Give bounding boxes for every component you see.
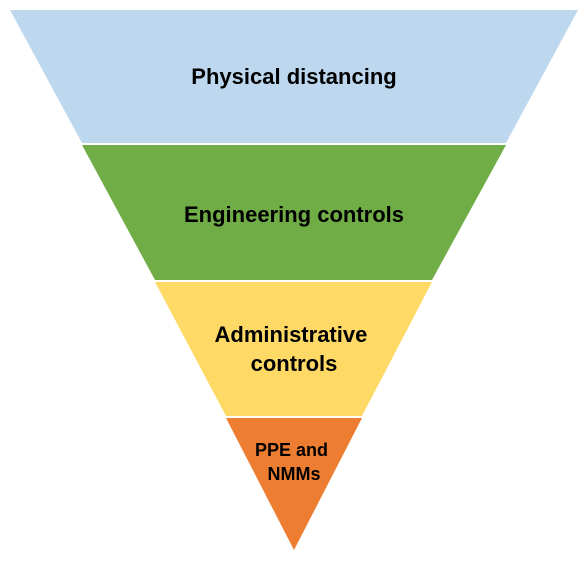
tier-engineering-controls: Engineering controls xyxy=(82,145,506,280)
tier-engineering-controls-band xyxy=(82,145,506,280)
tier-physical-distancing-band xyxy=(10,10,578,143)
tier-physical-distancing: Physical distancing xyxy=(10,10,578,143)
tier-physical-distancing-label: Physical distancing xyxy=(191,64,396,89)
tier-administrative-controls-band xyxy=(155,282,432,416)
tier-administrative-controls: Administrative controls xyxy=(155,282,432,416)
tier-administrative-controls-label: Administrative controls xyxy=(215,322,374,376)
tier-ppe-and-nmms-band xyxy=(226,418,362,550)
tier-physical-distancing-line-1: Physical distancing xyxy=(191,64,396,89)
tier-administrative-controls-line-1: Administrative xyxy=(215,322,368,347)
tier-ppe-and-nmms: PPE and NMMs xyxy=(226,418,362,550)
tier-engineering-controls-line-1: Engineering controls xyxy=(184,202,404,227)
tier-engineering-controls-label: Engineering controls xyxy=(184,202,404,227)
tier-ppe-and-nmms-line-1: PPE and xyxy=(255,440,328,460)
tier-ppe-and-nmms-label: PPE and NMMs xyxy=(255,440,333,484)
tier-ppe-and-nmms-line-2: NMMs xyxy=(268,464,321,484)
tier-administrative-controls-line-2: controls xyxy=(251,351,338,376)
